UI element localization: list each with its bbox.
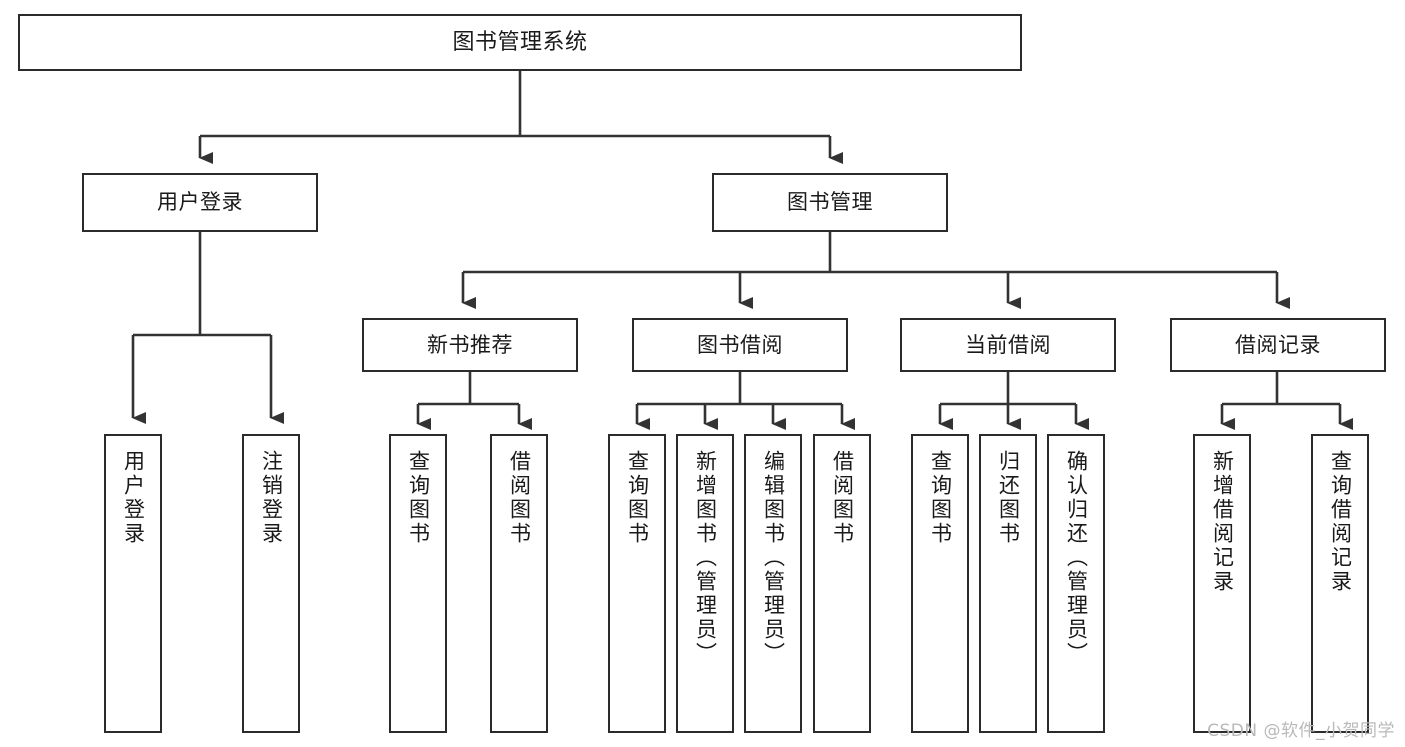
leaf-borrow-lend-book[interactable]: 借阅图书 xyxy=(813,434,871,733)
leaf-new-book-borrow[interactable]: 借阅图书 xyxy=(490,434,548,733)
leaf-borrow-edit-book-admin[interactable]: 编辑图书（管理员） xyxy=(744,434,802,733)
node-label: 用户登录 xyxy=(121,450,146,546)
node-label: 查询借阅记录 xyxy=(1328,450,1353,594)
node-label: 借阅图书 xyxy=(830,450,855,546)
node-label: 图书借阅 xyxy=(697,332,783,357)
node-book-management[interactable]: 图书管理 xyxy=(712,173,948,232)
node-root-book-management-system[interactable]: 图书管理系统 xyxy=(18,14,1022,71)
node-label: 确认归还（管理员） xyxy=(1064,450,1089,666)
node-label: 查询图书 xyxy=(406,450,431,546)
node-label: 归还图书 xyxy=(996,450,1021,546)
node-label: 新增借阅记录 xyxy=(1210,450,1235,594)
leaf-user-login[interactable]: 用户登录 xyxy=(104,434,162,733)
node-current-borrowing[interactable]: 当前借阅 xyxy=(900,318,1116,372)
node-label: 新增图书（管理员） xyxy=(693,450,718,666)
node-label: 借阅记录 xyxy=(1235,332,1321,357)
node-label: 当前借阅 xyxy=(965,332,1051,357)
leaf-new-book-query[interactable]: 查询图书 xyxy=(389,434,447,733)
leaf-current-confirm-return-admin[interactable]: 确认归还（管理员） xyxy=(1047,434,1105,733)
node-user-login[interactable]: 用户登录 xyxy=(82,173,318,232)
node-label: 查询图书 xyxy=(928,450,953,546)
leaf-borrow-query-book[interactable]: 查询图书 xyxy=(608,434,666,733)
node-label: 图书管理系统 xyxy=(452,29,588,55)
leaf-record-query-borrow-record[interactable]: 查询借阅记录 xyxy=(1311,434,1369,733)
node-borrowing-records[interactable]: 借阅记录 xyxy=(1170,318,1386,372)
node-label: 编辑图书（管理员） xyxy=(761,450,786,666)
csdn-watermark: CSDN @软件_小贺同学 xyxy=(1207,721,1395,741)
leaf-borrow-add-book-admin[interactable]: 新增图书（管理员） xyxy=(676,434,734,733)
node-book-borrowing[interactable]: 图书借阅 xyxy=(632,318,848,372)
leaf-record-add-borrow-record[interactable]: 新增借阅记录 xyxy=(1193,434,1251,733)
node-new-book-recommendation[interactable]: 新书推荐 xyxy=(362,318,578,372)
node-label: 查询图书 xyxy=(625,450,650,546)
node-label: 注销登录 xyxy=(259,450,284,546)
node-label: 借阅图书 xyxy=(507,450,532,546)
leaf-current-query-book[interactable]: 查询图书 xyxy=(911,434,969,733)
node-label: 图书管理 xyxy=(787,190,873,215)
node-label: 用户登录 xyxy=(157,190,243,215)
node-label: 新书推荐 xyxy=(427,332,513,357)
leaf-current-return-book[interactable]: 归还图书 xyxy=(979,434,1037,733)
leaf-user-logout[interactable]: 注销登录 xyxy=(242,434,300,733)
